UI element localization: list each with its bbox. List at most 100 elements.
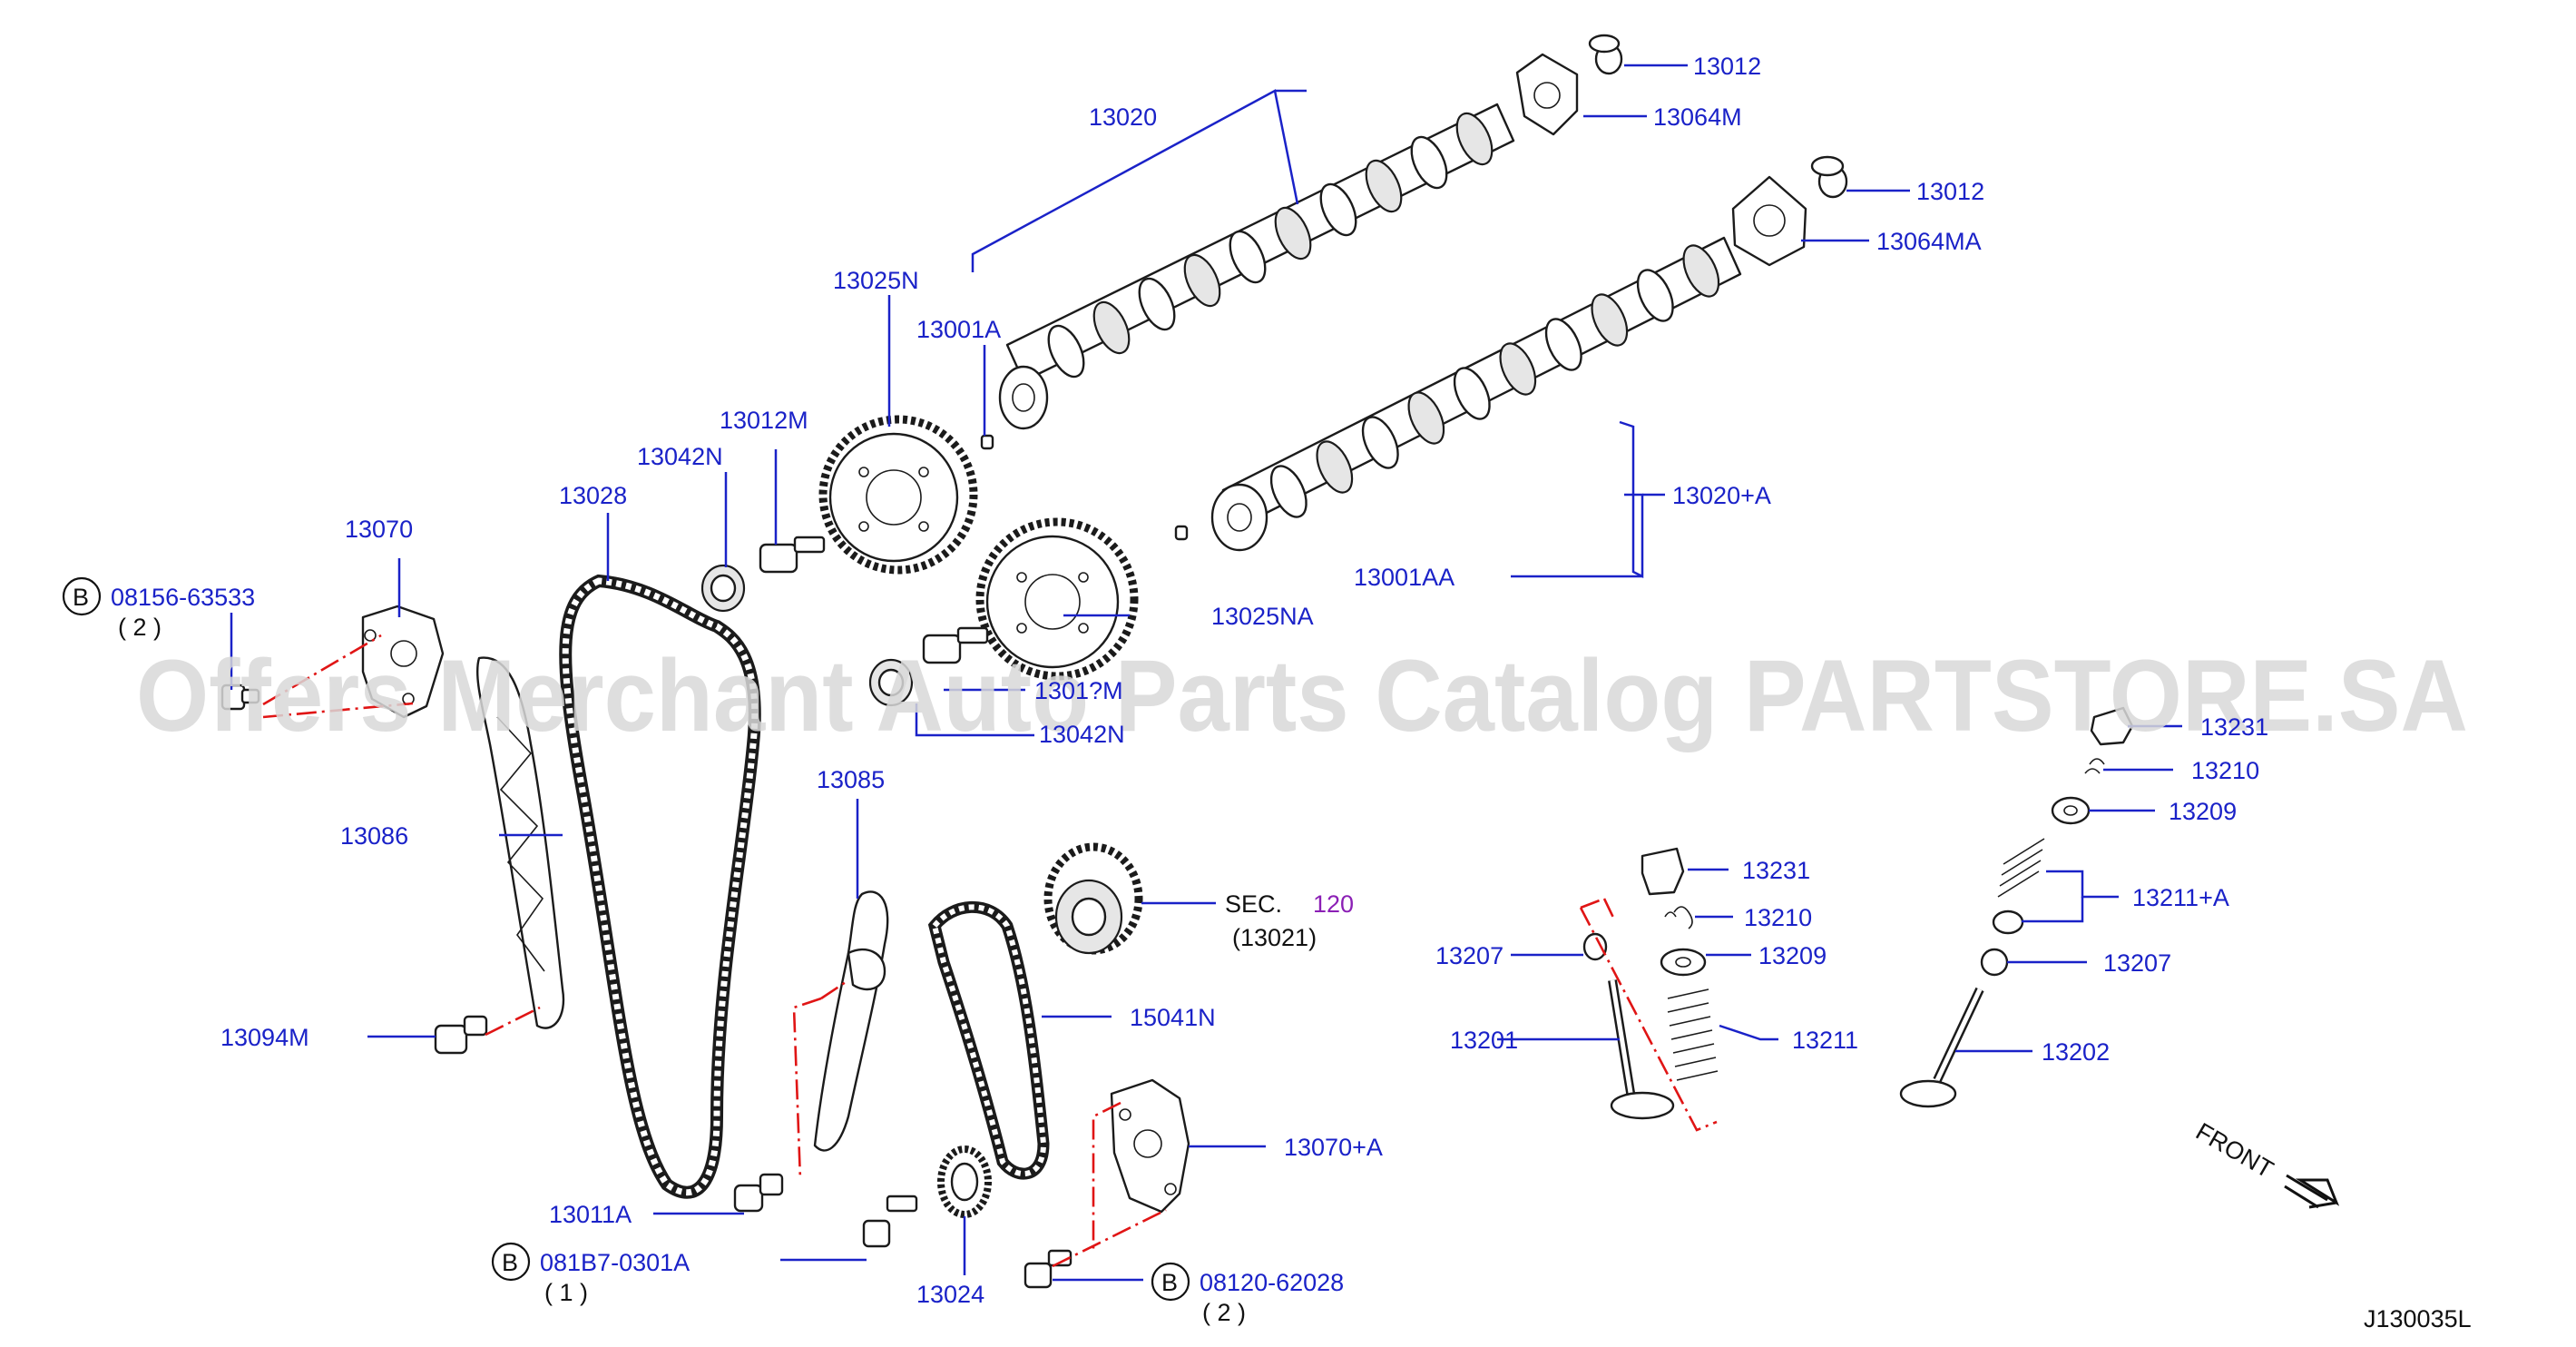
label-13020[interactable]: 13020 bbox=[1089, 103, 1157, 131]
spring-seat-13209-left[interactable] bbox=[1660, 948, 1707, 977]
oil-pump-chain-15041N[interactable] bbox=[927, 900, 1050, 1180]
sprocket-13024[interactable] bbox=[937, 1145, 992, 1218]
camshaft-13020A-lobe bbox=[1544, 318, 1582, 371]
sensor-plate-13064M[interactable] bbox=[1515, 53, 1579, 136]
bolt-081B7-0301A[interactable] bbox=[862, 1195, 918, 1248]
label-081B7-0301A[interactable]: 081B7-0301A bbox=[540, 1249, 690, 1276]
label-15041N[interactable]: 15041N bbox=[1130, 1004, 1216, 1031]
diagram-id: J130035L bbox=[2364, 1305, 2472, 1332]
collet-13210-right[interactable] bbox=[2084, 758, 2105, 774]
seal-13042N-lower[interactable] bbox=[868, 658, 914, 707]
label-13042N-lower[interactable]: 13042N bbox=[1039, 721, 1125, 748]
label-13231-left[interactable]: 13231 bbox=[1742, 857, 1810, 884]
camshaft-13020[interactable] bbox=[998, 103, 1515, 430]
label-13001A[interactable]: 13001A bbox=[916, 316, 1001, 343]
circle-b-081B7 bbox=[491, 1242, 531, 1282]
retainer-13231-left[interactable] bbox=[1641, 847, 1685, 896]
label-13211A[interactable]: 13211+A bbox=[2132, 884, 2229, 911]
valve-spring-13211A[interactable] bbox=[1992, 838, 2045, 935]
slack-guide-13085[interactable] bbox=[813, 890, 889, 1152]
camshaft-13020A-lobe bbox=[1407, 391, 1445, 445]
label-1301xM[interactable]: 1301?M bbox=[1034, 677, 1123, 704]
qty-08120: ( 2 ) bbox=[1202, 1299, 1246, 1326]
label-13042N-upper[interactable]: 13042N bbox=[637, 443, 723, 470]
leader-lines bbox=[230, 64, 2182, 1282]
label-13210-right[interactable]: 13210 bbox=[2191, 757, 2259, 784]
label-13201[interactable]: 13201 bbox=[1450, 1027, 1518, 1054]
camshaft-13020-lobe bbox=[1410, 135, 1448, 190]
valve-spring-13211[interactable] bbox=[1667, 988, 1719, 1081]
label-08120-62028[interactable]: 08120-62028 bbox=[1200, 1269, 1344, 1296]
label-13207-right[interactable]: 13207 bbox=[2103, 949, 2171, 977]
label-sec-sub: (13021) bbox=[1232, 924, 1317, 951]
chain-tensioner-13070[interactable] bbox=[361, 605, 445, 719]
label-13064M[interactable]: 13064M bbox=[1653, 103, 1742, 131]
label-08156-63533[interactable]: 08156-63533 bbox=[111, 584, 255, 611]
camshaft-13020A-lobe bbox=[1316, 440, 1354, 494]
seal-13042N-upper[interactable] bbox=[700, 564, 746, 613]
label-13024[interactable]: 13024 bbox=[916, 1281, 984, 1308]
camshaft-13020A[interactable] bbox=[1210, 236, 1742, 552]
label-13025N[interactable]: 13025N bbox=[833, 267, 919, 294]
label-13209-left[interactable]: 13209 bbox=[1758, 942, 1827, 969]
bolt-13012M-upper[interactable] bbox=[759, 536, 826, 574]
label-13211[interactable]: 13211 bbox=[1792, 1027, 1858, 1054]
timing-chain-13028[interactable] bbox=[559, 574, 761, 1199]
camshaft-13020A-lobe bbox=[1682, 244, 1720, 298]
valve-seat-13207-right[interactable] bbox=[1980, 948, 2009, 977]
label-13011A[interactable]: 13011A bbox=[549, 1201, 632, 1228]
qty-081B7: ( 1 ) bbox=[544, 1279, 588, 1306]
camshaft-13020-lobe bbox=[1229, 230, 1267, 284]
circle-letter-b-2: B bbox=[502, 1249, 518, 1276]
bolt-08120-62028[interactable] bbox=[1024, 1249, 1073, 1289]
label-13064MA[interactable]: 13064MA bbox=[1876, 228, 1982, 255]
label-13207-left[interactable]: 13207 bbox=[1435, 942, 1503, 969]
label-13070A[interactable]: 13070+A bbox=[1284, 1134, 1383, 1161]
camshaft-13020-lobe bbox=[1138, 277, 1176, 331]
label-13001AA[interactable]: 13001AA bbox=[1354, 564, 1455, 591]
dowel-pin-13001AA[interactable] bbox=[1174, 525, 1189, 541]
chain-guide-13086[interactable] bbox=[475, 656, 565, 1029]
bolt-13011A[interactable] bbox=[733, 1173, 784, 1213]
label-13086[interactable]: 13086 bbox=[340, 822, 408, 850]
vvt-sprocket-13025NA[interactable] bbox=[975, 517, 1139, 681]
chain-tensioner-13070A[interactable] bbox=[1110, 1078, 1190, 1214]
qty-08156: ( 2 ) bbox=[118, 614, 162, 641]
sensor-plate-13064MA[interactable] bbox=[1731, 175, 1807, 267]
bolt-08156-63533[interactable] bbox=[220, 683, 260, 711]
bolt-13012M-lower[interactable] bbox=[922, 626, 989, 664]
label-13085[interactable]: 13085 bbox=[817, 766, 885, 793]
cap-13012-lower[interactable] bbox=[1810, 155, 1848, 199]
valve-seat-13207-left[interactable] bbox=[1582, 932, 1608, 961]
label-13209-right[interactable]: 13209 bbox=[2169, 798, 2237, 825]
retainer-13231-right[interactable] bbox=[2090, 706, 2134, 746]
label-13012-lower[interactable]: 13012 bbox=[1916, 178, 1984, 205]
label-13231-right[interactable]: 13231 bbox=[2200, 713, 2268, 741]
label-13025NA[interactable]: 13025NA bbox=[1211, 603, 1314, 630]
dowel-pin-13001A[interactable] bbox=[980, 434, 994, 450]
cap-13012-upper[interactable] bbox=[1588, 34, 1623, 75]
camshaft-13020A-lobe bbox=[1499, 342, 1537, 396]
vvt-sprocket-13025N[interactable] bbox=[818, 415, 978, 575]
label-13094M[interactable]: 13094M bbox=[220, 1024, 309, 1051]
label-13210-left[interactable]: 13210 bbox=[1744, 904, 1812, 931]
label-13202[interactable]: 13202 bbox=[2042, 1038, 2110, 1066]
label-13070[interactable]: 13070 bbox=[345, 516, 413, 543]
spring-seat-13209-right[interactable] bbox=[2051, 796, 2091, 825]
label-13012-upper[interactable]: 13012 bbox=[1693, 53, 1761, 80]
circle-letter-b-3: B bbox=[1161, 1269, 1178, 1296]
label-13028[interactable]: 13028 bbox=[559, 482, 627, 509]
crank-sprocket-sec120[interactable] bbox=[1043, 842, 1143, 955]
bolt-13094M[interactable] bbox=[434, 1015, 488, 1055]
label-sec-number[interactable]: 120 bbox=[1313, 890, 1354, 918]
camshaft-13020A-lobe bbox=[1453, 367, 1491, 420]
label-13020A[interactable]: 13020+A bbox=[1672, 482, 1771, 509]
valve-13201[interactable] bbox=[1608, 979, 1675, 1120]
valve-13202[interactable] bbox=[1899, 987, 1984, 1108]
collet-13210-left[interactable] bbox=[1664, 906, 1693, 929]
phantom-lines bbox=[262, 634, 1167, 1268]
camshaft-13020A-lobe bbox=[1591, 293, 1629, 347]
label-13012M[interactable]: 13012M bbox=[720, 407, 808, 434]
